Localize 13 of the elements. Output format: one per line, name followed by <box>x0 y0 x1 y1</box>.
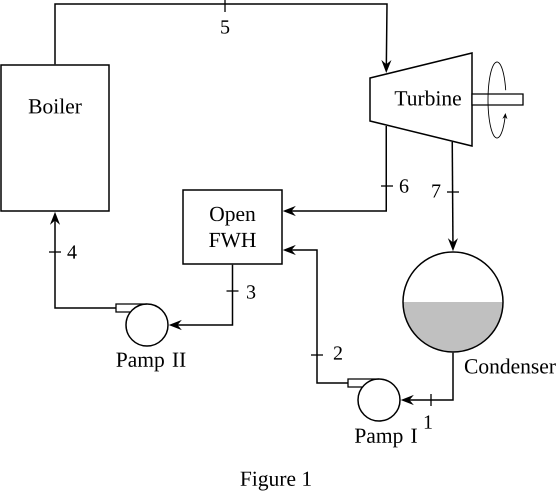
edge-label: 6 <box>398 178 410 194</box>
edge-label: 4 <box>66 244 78 260</box>
component-label: Condenser <box>464 358 556 374</box>
boiler-box: Boiler <box>0 64 110 212</box>
edge-label: 5 <box>219 19 231 35</box>
edge-label: 1 <box>422 414 434 430</box>
heater-box: Open FWH <box>182 189 283 265</box>
component-label: Pamp I <box>354 428 417 448</box>
edge-label: 3 <box>245 284 257 300</box>
edge-label: 7 <box>430 183 442 199</box>
caption: Figure 1 <box>240 472 311 490</box>
component-label: Pamp II <box>116 352 186 372</box>
edge-label: 2 <box>332 345 344 361</box>
